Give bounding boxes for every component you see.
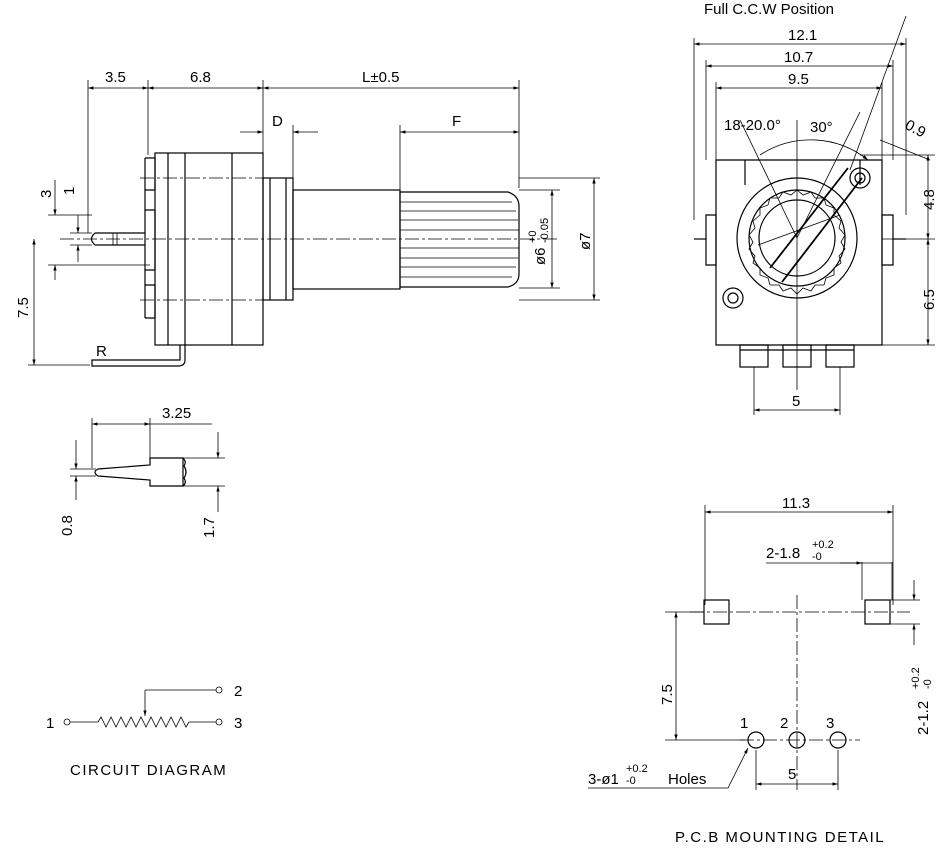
pcb-pad-label: 2-1.8 (766, 545, 800, 562)
dim-6-8: 6.8 (190, 69, 211, 86)
shaft (292, 189, 401, 290)
dim-F: F (452, 113, 461, 130)
circuit-term-1: 1 (46, 715, 54, 732)
dim-4-8: 4.8 (921, 189, 938, 210)
dim-phi7: ø7 (577, 232, 594, 250)
pcb-mounting: 11.3 2-1.8 +0.2 -0 2-1.2 +0.2 -0 7.5 1 2… (588, 495, 934, 846)
dim-9-5: 9.5 (788, 71, 809, 88)
pcb-slot-tol-top: +0.2 (910, 667, 922, 689)
pcb-pad-tol-bot: -0 (812, 551, 822, 563)
pcb-holes-tol-top: +0.2 (626, 763, 648, 775)
circuit-term-2: 2 (234, 683, 242, 700)
dim-D: D (272, 113, 283, 130)
dim-0-8: 0.8 (59, 515, 76, 536)
pcb-caption: P.C.B MOUNTING DETAIL (675, 829, 885, 846)
front-view: Full C.C.W Position 12.1 10.7 9.5 18-20.… (693, 1, 938, 415)
pcb-pin-1: 1 (740, 715, 748, 732)
front-title: Full C.C.W Position (704, 1, 834, 18)
pcb-slot-tol-bot: -0 (922, 679, 934, 689)
pin-detail: 3.25 0.8 1.7 (59, 405, 225, 538)
dim-3: 3 (38, 190, 55, 198)
dim-3-25: 3.25 (162, 405, 191, 422)
dim-6-5: 6.5 (921, 289, 938, 310)
dim-12-1: 12.1 (788, 27, 817, 44)
front-dim-5: 5 (792, 393, 800, 410)
pcb-dim-11-3: 11.3 (782, 495, 810, 512)
pcb-holes-suffix: Holes (668, 771, 706, 788)
pcb-holes-label: 3-ø1 (588, 771, 619, 788)
dim-L: L±0.5 (362, 69, 399, 86)
angle-18-20: 18-20.0° (724, 117, 781, 134)
dim-1-7: 1.7 (201, 517, 218, 538)
mounting-leg (91, 345, 186, 367)
pcb-holes-tol-bot: -0 (626, 775, 636, 787)
dim-phi6: ø6 (532, 247, 549, 265)
circuit-term-3: 3 (234, 715, 242, 732)
pcb-pin-3: 3 (826, 715, 834, 732)
dim-7-5: 7.5 (15, 297, 32, 318)
rear-body (145, 157, 156, 319)
side-view: 3.5 6.8 L±0.5 D F 3 1 7.5 R ø6 +0 -0.05 … (15, 69, 600, 367)
circuit-caption: CIRCUIT DIAGRAM (70, 762, 227, 779)
label-R: R (96, 343, 107, 360)
pcb-dim-5: 5 (788, 766, 796, 783)
dim-3-5: 3.5 (105, 69, 126, 86)
angle-30: 30° (810, 119, 833, 136)
pcb-slot-label: 2-1.2 (915, 701, 932, 735)
pcb-dim-7-5: 7.5 (659, 684, 676, 705)
pcb-pin-2: 2 (780, 715, 788, 732)
pcb-pad-tol-top: +0.2 (812, 539, 834, 551)
tol-phi6-bot: -0.05 (539, 218, 551, 243)
knurled-shaft (399, 191, 520, 288)
circuit-diagram: 1 2 3 CIRCUIT DIAGRAM (46, 683, 242, 779)
tol-phi6-top: +0 (527, 230, 539, 243)
housing (154, 152, 264, 346)
dim-1: 1 (61, 187, 78, 195)
dim-10-7: 10.7 (784, 49, 813, 66)
